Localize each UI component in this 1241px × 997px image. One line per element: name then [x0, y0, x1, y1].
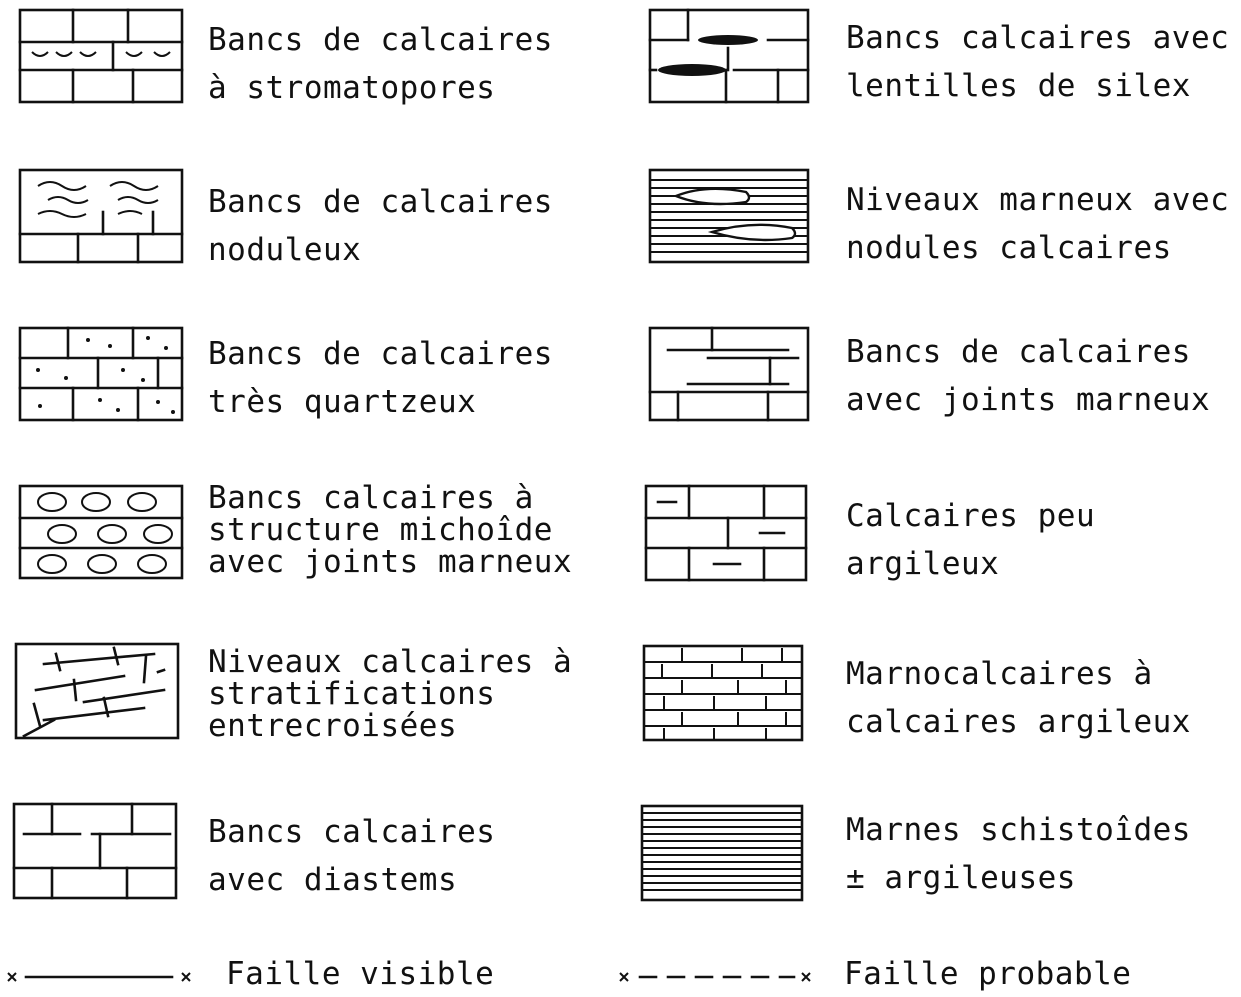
legend-label-line: noduleux: [208, 232, 362, 268]
legend-label-line: Bancs de calcaires: [208, 184, 553, 220]
marl-nodules-icon: [648, 168, 810, 264]
legend-label-line: structure michoîde: [208, 512, 553, 548]
legend-label-line: entrecroisées: [208, 708, 458, 744]
marly-limestone-icon: [642, 644, 804, 742]
stromatopore-limestone-icon: [18, 8, 184, 104]
legend-label-line: Niveaux marneux avec: [846, 182, 1230, 218]
michoid-limestone-icon: [18, 484, 184, 580]
legend-label-line: Bancs calcaires: [208, 814, 496, 850]
legend-label-line: calcaires argileux: [846, 704, 1191, 740]
legend-label-line: Calcaires peu: [846, 498, 1096, 534]
legend-label-line: Niveaux calcaires à: [208, 644, 573, 680]
legend-label-line: très quartzeux: [208, 384, 477, 420]
legend-label-line: avec joints marneux: [208, 544, 573, 580]
marly-joint-limestone-icon: [648, 326, 810, 422]
schistose-marl-icon: [640, 804, 804, 902]
fault-label: Faille visible: [226, 956, 495, 992]
legend-label-line: Marnes schistoîdes: [846, 812, 1191, 848]
diastem-limestone-icon: [12, 802, 178, 900]
legend-label-line: Bancs de calcaires: [208, 336, 553, 372]
legend-label-line: Marnocalcaires à: [846, 656, 1153, 692]
chert-limestone-icon: [648, 8, 810, 104]
dashed-fault-line-icon: [616, 964, 816, 990]
legend-label-line: avec joints marneux: [846, 382, 1211, 418]
legend-label-line: nodules calcaires: [846, 230, 1172, 266]
legend-label-line: argileux: [846, 546, 1000, 582]
legend-label-line: stratifications: [208, 676, 496, 712]
legend-label-line: lentilles de silex: [846, 68, 1191, 104]
legend-label-line: Bancs de calcaires: [846, 334, 1191, 370]
legend-label-line: avec diastems: [208, 862, 458, 898]
solid-fault-line-icon: [4, 964, 200, 990]
legend-label-line: Bancs de calcaires: [208, 22, 553, 58]
legend-label-line: ± argileuses: [846, 860, 1076, 896]
nodular-limestone-icon: [18, 168, 184, 264]
slightly-clayey-limestone-icon: [644, 484, 808, 582]
fault-label: Faille probable: [844, 956, 1132, 992]
cross-bedded-limestone-icon: [14, 642, 180, 740]
legend-label-line: Bancs calcaires à: [208, 480, 534, 516]
legend-label-line: à stromatopores: [208, 70, 496, 106]
quartzose-limestone-icon: [18, 326, 184, 422]
legend-label-line: Bancs calcaires avec: [846, 20, 1230, 56]
